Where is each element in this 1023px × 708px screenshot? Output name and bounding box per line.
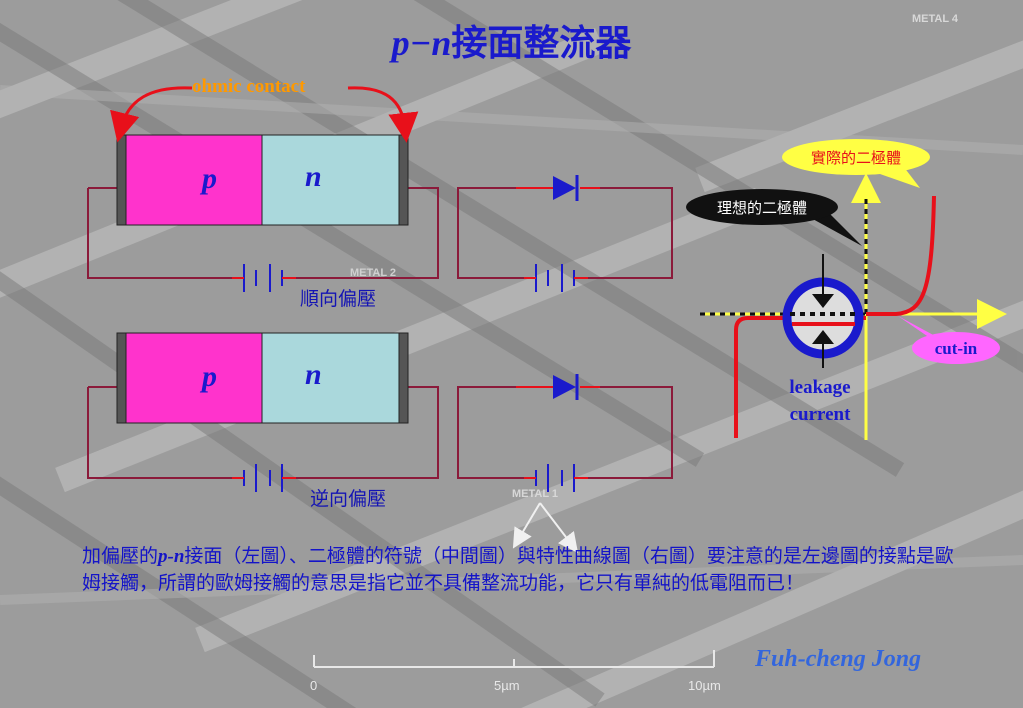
leakage-label: leakage (789, 377, 850, 398)
caption-post: 接面（左圖）、二極體的符號（中間圖）與特性曲線圖（右圖）要注意的是左邊圖的接點是… (82, 545, 954, 594)
bg-arrow-left (512, 502, 541, 549)
diode-icon (553, 175, 579, 201)
diode-reverse-circuit (457, 374, 673, 492)
n-label: n (305, 160, 322, 193)
diode-symbol-icon (782, 254, 864, 368)
real-diode-reverse (734, 316, 866, 438)
ideal-diode-label: 理想的二極體 (717, 199, 807, 217)
title-pn: p−n (391, 23, 452, 63)
caption-text: 加偏壓的p-n接面（左圖）、二極體的符號（中間圖）與特性曲線圖（右圖）要注意的是… (82, 543, 962, 596)
ohmic-arrow-right (347, 86, 419, 143)
ohmic-contact-left (116, 134, 127, 226)
cut-in-label: cut-in (935, 339, 978, 358)
ohmic-contact-label: ohmic contact (192, 76, 306, 97)
n-label: n (305, 358, 322, 391)
bg-scale-5: 5µm (494, 678, 520, 693)
cut-in-callout (912, 332, 1000, 364)
p-region (125, 134, 263, 226)
bg-scale-bar (313, 650, 715, 668)
caption-pre: 加偏壓的 (82, 545, 159, 567)
ohmic-contact-right (398, 134, 409, 226)
p-label: p (199, 162, 217, 195)
p-region (125, 332, 263, 424)
title-text: 接面整流器 (451, 22, 632, 64)
ohmic-contact-left (116, 332, 127, 424)
ideal-diode-callout (686, 189, 838, 225)
n-region (261, 134, 400, 226)
bg-scale-0: 0 (310, 678, 317, 693)
p-label: p (199, 360, 217, 393)
ohmic-contact-right (398, 332, 409, 424)
real-diode-callout (782, 139, 930, 175)
real-diode-label: 實際的二極體 (811, 149, 901, 167)
slide-title: p−n接面整流器 (0, 14, 1023, 66)
diode-forward-circuit (457, 175, 673, 292)
diode-icon (553, 374, 579, 400)
current-label: current (790, 404, 852, 425)
bg-arrow-right (539, 502, 579, 553)
n-region (261, 332, 400, 424)
real-diode-forward (866, 195, 936, 316)
reverse-bias-circuit: p n (87, 332, 439, 492)
bg-metal4-label: METAL 4 (912, 13, 959, 25)
iv-curve-diagram: 實際的二極體 理想的二極體 cut-in leakage current (686, 139, 1007, 440)
bg-metal1-label: METAL 1 (512, 488, 558, 500)
reverse-bias-label: 逆向偏壓 (310, 488, 386, 510)
ohmic-arrow-left (110, 86, 193, 143)
forward-bias-label: 順向偏壓 (300, 288, 376, 310)
forward-bias-circuit: p n (87, 134, 439, 292)
caption-pn: p-n (158, 546, 185, 567)
bg-metal2-label: METAL 2 (350, 267, 396, 279)
author-name: Fuh-cheng Jong (755, 646, 922, 672)
bg-scale-10: 10µm (688, 678, 721, 693)
